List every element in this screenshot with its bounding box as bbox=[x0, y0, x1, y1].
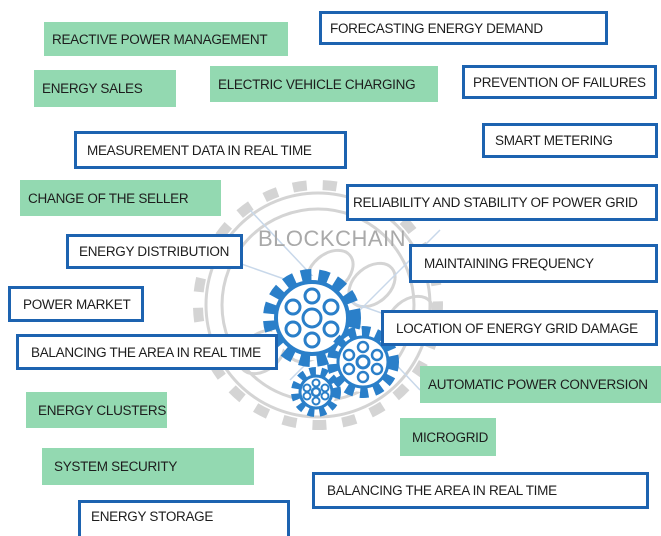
location-grid-damage-label: LOCATION OF ENERGY GRID DAMAGE bbox=[381, 310, 658, 346]
automatic-power-conversion-label: AUTOMATIC POWER CONVERSION bbox=[420, 366, 661, 403]
label-text: REACTIVE POWER MANAGEMENT bbox=[52, 31, 268, 47]
blockchain-title: BLOCKCHAIN bbox=[258, 226, 407, 251]
energy-sales-label: ENERGY SALES bbox=[34, 70, 176, 107]
label-text: CHANGE OF THE SELLER bbox=[28, 190, 189, 206]
measurement-data-label: MEASUREMENT DATA IN REAL TIME bbox=[74, 131, 347, 169]
label-text: ENERGY STORAGE bbox=[91, 509, 214, 524]
gear-small-icon bbox=[291, 367, 341, 417]
label-text: FORECASTING ENERGY DEMAND bbox=[330, 20, 543, 36]
label-text: SYSTEM SECURITY bbox=[54, 459, 178, 474]
label-text: AUTOMATIC POWER CONVERSION bbox=[428, 377, 648, 392]
label-text: ENERGY CLUSTERS bbox=[38, 402, 167, 418]
gear-large-icon bbox=[263, 269, 361, 367]
electric-vehicle-charging-label: ELECTRIC VEHICLE CHARGING bbox=[210, 66, 438, 102]
reactive-power-management-label: REACTIVE POWER MANAGEMENT bbox=[44, 22, 288, 56]
energy-distribution-label: ENERGY DISTRIBUTION bbox=[66, 234, 243, 269]
balancing-area-left-label: BALANCING THE AREA IN REAL TIME bbox=[16, 334, 278, 370]
change-of-seller-label: CHANGE OF THE SELLER bbox=[20, 180, 221, 216]
power-market-label: POWER MARKET bbox=[8, 286, 144, 322]
label-text: MEASUREMENT DATA IN REAL TIME bbox=[87, 142, 312, 158]
label-text: PREVENTION OF FAILURES bbox=[473, 74, 646, 90]
label-text: RELIABILITY AND STABILITY OF POWER GRID bbox=[353, 195, 638, 210]
smart-metering-label: SMART METERING bbox=[482, 123, 658, 158]
label-text: LOCATION OF ENERGY GRID DAMAGE bbox=[396, 320, 638, 336]
label-text: BALANCING THE AREA IN REAL TIME bbox=[31, 344, 261, 360]
label-text: SMART METERING bbox=[495, 133, 613, 148]
label-text: ENERGY SALES bbox=[42, 81, 143, 96]
label-text: MICROGRID bbox=[412, 429, 489, 445]
prevention-of-failures-label: PREVENTION OF FAILURES bbox=[462, 65, 657, 99]
balancing-area-right-label: BALANCING THE AREA IN REAL TIME bbox=[312, 472, 649, 509]
energy-clusters-label: ENERGY CLUSTERS bbox=[26, 392, 167, 428]
energy-storage-label: ENERGY STORAGE bbox=[78, 500, 290, 536]
reliability-stability-label: RELIABILITY AND STABILITY OF POWER GRID bbox=[346, 184, 658, 221]
forecasting-energy-demand-label: FORECASTING ENERGY DEMAND bbox=[319, 11, 608, 45]
label-text: ENERGY DISTRIBUTION bbox=[79, 244, 230, 259]
system-security-label: SYSTEM SECURITY bbox=[42, 448, 254, 485]
maintaining-frequency-label: MAINTAINING FREQUENCY bbox=[409, 244, 658, 283]
label-text: BALANCING THE AREA IN REAL TIME bbox=[327, 483, 557, 498]
gear-medium-icon bbox=[327, 326, 399, 398]
label-text: POWER MARKET bbox=[23, 296, 131, 312]
microgrid-label: MICROGRID bbox=[400, 418, 496, 456]
label-text: MAINTAINING FREQUENCY bbox=[424, 256, 594, 271]
label-text: ELECTRIC VEHICLE CHARGING bbox=[218, 76, 416, 92]
